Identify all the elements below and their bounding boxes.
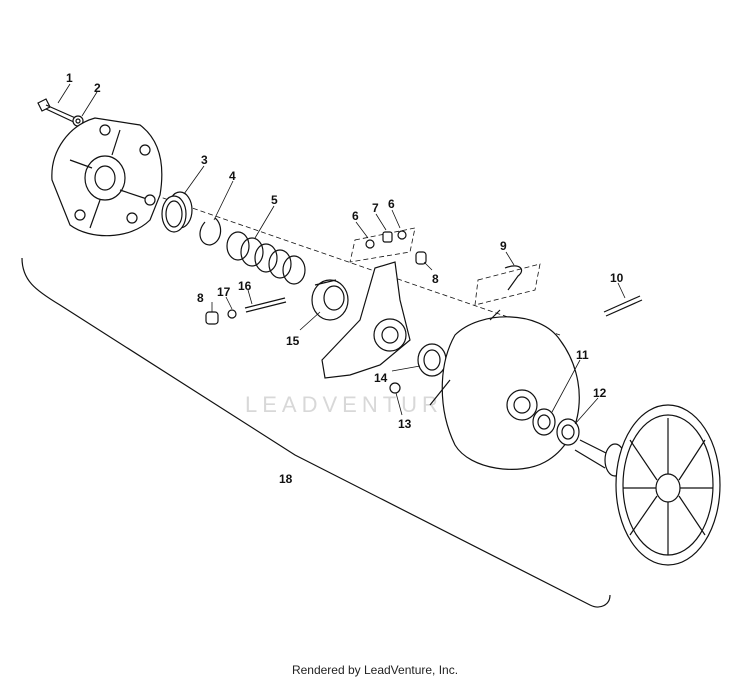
callout-2: 2 — [94, 81, 101, 95]
callout-1: 1 — [66, 71, 73, 85]
assembly-bracket — [21, 257, 611, 608]
callout-6b: 6 — [388, 197, 395, 211]
part-shaft-pin — [244, 297, 287, 313]
part-small-nut — [389, 382, 401, 394]
part-cover-housing — [51, 117, 163, 237]
part-fixed-sheave — [574, 404, 721, 566]
callout-8a: 8 — [432, 272, 439, 286]
part-roller — [311, 279, 349, 321]
part-small-hardware — [349, 227, 416, 263]
part-pin — [603, 295, 643, 317]
callout-4: 4 — [229, 169, 236, 183]
part-cap-upper — [415, 251, 427, 265]
callout-10: 10 — [610, 271, 624, 285]
callout-15: 15 — [286, 334, 300, 348]
part-seal-ring — [556, 418, 580, 446]
callout-8b: 8 — [197, 291, 204, 305]
callout-11: 11 — [576, 348, 589, 362]
callout-7: 7 — [372, 201, 379, 215]
leader-lines — [57, 83, 626, 425]
assembly-axis-line — [139, 189, 561, 336]
callout-12: 12 — [593, 386, 607, 400]
callout-17: 17 — [217, 285, 231, 299]
callout-5: 5 — [271, 193, 278, 207]
callout-18: 18 — [279, 472, 293, 486]
part-clip — [474, 263, 541, 306]
part-snap-ring — [199, 217, 222, 246]
part-spring — [226, 231, 306, 285]
part-cap-lower — [205, 311, 219, 325]
callout-9: 9 — [500, 239, 507, 253]
part-oring — [227, 309, 237, 319]
part-bolt — [37, 98, 81, 125]
part-bearing-ring — [532, 408, 556, 436]
part-spider-arm — [321, 261, 411, 379]
callout-16: 16 — [238, 279, 252, 293]
callout-6a: 6 — [352, 209, 359, 223]
watermark: LEADVENTURE — [245, 392, 463, 417]
callout-labels: 1 2 3 4 5 6 7 6 8 9 10 8 17 16 15 14 11 … — [66, 71, 624, 486]
callout-3: 3 — [201, 153, 208, 167]
footer-credit: Rendered by LeadVenture, Inc. — [291, 663, 459, 677]
callout-14: 14 — [374, 371, 388, 385]
part-bushing — [161, 191, 193, 233]
part-thrust-washer — [417, 343, 447, 377]
callout-13: 13 — [398, 417, 412, 431]
